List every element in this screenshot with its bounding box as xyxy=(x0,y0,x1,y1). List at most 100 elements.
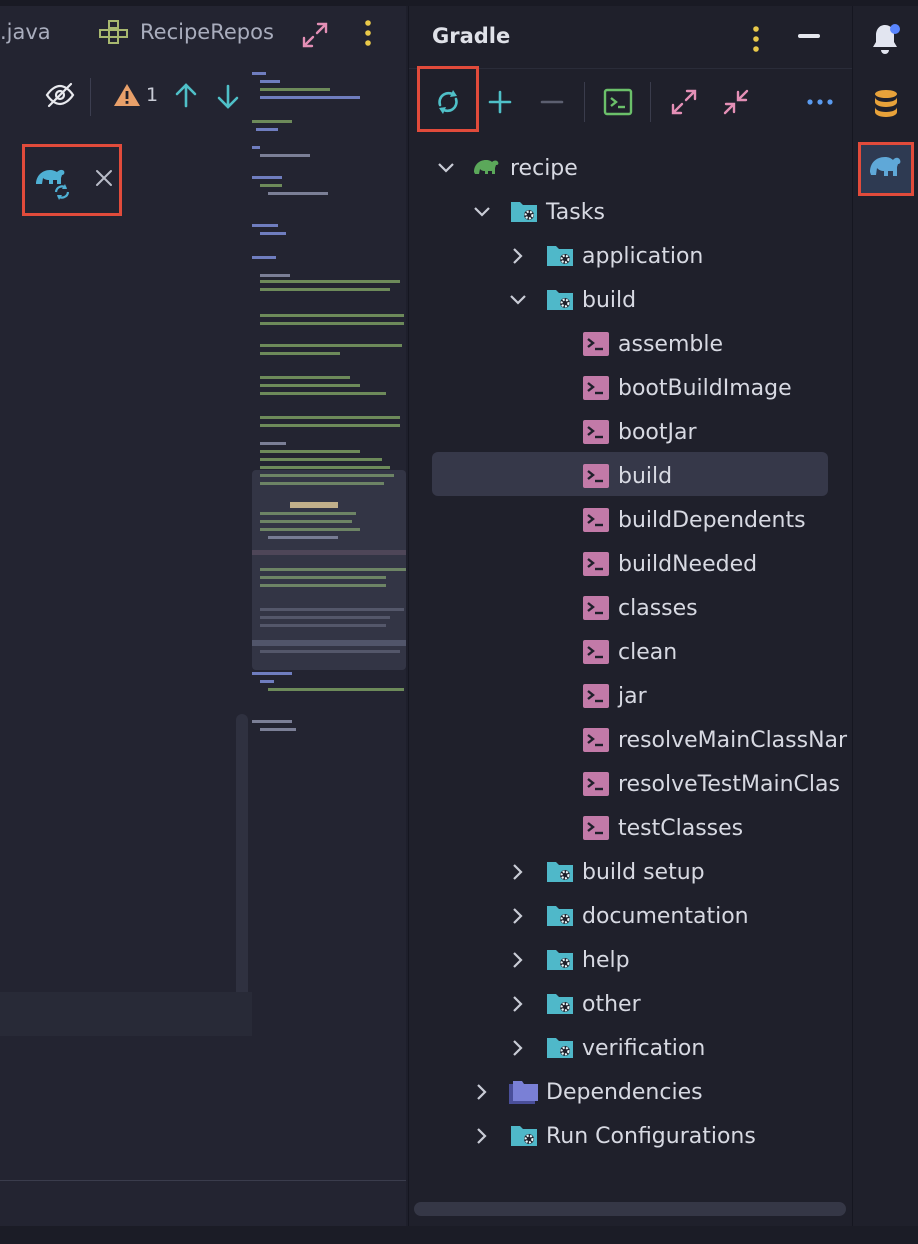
editor-bottom-strip xyxy=(0,992,252,1036)
folder-gear-icon xyxy=(547,906,573,926)
tree-item-application[interactable]: application xyxy=(432,236,852,276)
folder-gear-icon xyxy=(547,246,573,266)
gradle-task-icon xyxy=(583,420,609,444)
editor-tab-label: RecipeRepos xyxy=(140,20,274,44)
tree-item-label: build setup xyxy=(582,859,705,885)
folder-gear-icon xyxy=(511,202,537,222)
editor-scrollbar[interactable] xyxy=(236,714,248,1004)
load-gradle-changes-icon[interactable] xyxy=(32,162,74,204)
tree-task-buildneeded[interactable]: buildNeeded xyxy=(432,544,852,584)
chevron-right-icon xyxy=(513,864,523,880)
highlight-box-load-gradle xyxy=(22,144,122,216)
tree-item-label: jar xyxy=(618,683,647,709)
warnings-indicator[interactable]: 1 xyxy=(112,82,158,108)
folder-gear-icon xyxy=(547,290,573,310)
tree-item-build-group[interactable]: build xyxy=(432,280,852,320)
tree-item-label: Dependencies xyxy=(546,1079,703,1105)
gradle-tool-window-elephant-icon[interactable] xyxy=(868,152,902,186)
gradle-tool-window xyxy=(408,6,852,1244)
gradle-task-icon xyxy=(583,552,609,576)
remove-project-button[interactable] xyxy=(534,84,570,120)
tree-task-assemble[interactable]: assemble xyxy=(432,324,852,364)
next-problem-icon[interactable] xyxy=(214,82,242,114)
chevron-right-icon xyxy=(513,1040,523,1056)
expand-all-button[interactable] xyxy=(666,84,702,120)
tree-item-label: resolveMainClassNar xyxy=(618,727,848,753)
highlight-box-reload xyxy=(417,66,479,132)
previous-problem-icon[interactable] xyxy=(172,82,200,114)
chevron-right-icon xyxy=(513,248,523,264)
editor-tab-java[interactable]: .java xyxy=(0,10,51,54)
more-actions-icon[interactable] xyxy=(802,84,838,120)
gradle-task-icon xyxy=(583,464,609,488)
database-icon[interactable] xyxy=(872,88,900,124)
gradle-task-icon xyxy=(583,816,609,840)
highlight-box-gradle-tool xyxy=(858,142,914,196)
collapse-all-icon xyxy=(723,89,749,115)
tree-item-tasks[interactable]: Tasks xyxy=(432,192,852,232)
tree-task-build-selected[interactable]: build xyxy=(432,456,852,496)
tree-item-label: verification xyxy=(582,1035,706,1061)
divider xyxy=(409,68,852,69)
folder-gear-icon xyxy=(547,950,573,970)
tree-item-documentation[interactable]: documentation xyxy=(432,896,852,936)
chevron-right-icon xyxy=(477,1084,487,1100)
collapse-all-button[interactable] xyxy=(718,84,754,120)
expand-all-icon xyxy=(671,89,697,115)
chevron-right-icon xyxy=(513,908,523,924)
tree-task-jar[interactable]: jar xyxy=(432,676,852,716)
gradle-task-icon xyxy=(583,596,609,620)
gradle-task-icon xyxy=(583,332,609,356)
tree-task-clean[interactable]: clean xyxy=(432,632,852,672)
hide-eye-icon[interactable] xyxy=(44,80,76,114)
tree-item-recipe[interactable]: recipe xyxy=(432,148,852,188)
add-project-button[interactable] xyxy=(482,84,518,120)
folder-gear-icon xyxy=(547,994,573,1014)
reload-icon xyxy=(438,90,458,114)
plus-icon xyxy=(488,90,512,114)
code-minimap[interactable] xyxy=(252,68,406,768)
reload-all-gradle-projects-button[interactable] xyxy=(430,84,466,120)
tree-item-run-configurations[interactable]: Run Configurations xyxy=(432,1116,852,1156)
tree-task-resolvemainclassname[interactable]: resolveMainClassNar xyxy=(432,720,852,760)
gradle-task-icon xyxy=(583,684,609,708)
gradle-elephant-icon xyxy=(474,160,499,174)
editor-tab-recipe-repository[interactable]: RecipeRepos xyxy=(98,10,274,54)
tree-item-label: bootJar xyxy=(618,419,697,445)
minimap-viewport[interactable] xyxy=(252,470,406,670)
tree-task-builddependents[interactable]: buildDependents xyxy=(432,500,852,540)
close-icon[interactable] xyxy=(94,168,114,192)
gradle-task-icon xyxy=(583,376,609,400)
tree-item-label: resolveTestMainClas xyxy=(618,771,840,797)
toolbar-divider xyxy=(90,78,91,116)
tree-task-classes[interactable]: classes xyxy=(432,588,852,628)
toolbar-divider xyxy=(650,82,651,122)
gradle-task-icon xyxy=(583,728,609,752)
tree-item-label: other xyxy=(582,991,641,1017)
structure-icon xyxy=(99,20,128,44)
tree-task-testclasses[interactable]: testClasses xyxy=(432,808,852,848)
tree-item-label: bootBuildImage xyxy=(618,375,792,401)
execute-gradle-task-button[interactable] xyxy=(600,84,636,120)
tree-item-label: build xyxy=(582,287,637,313)
tree-item-other[interactable]: other xyxy=(432,984,852,1024)
minimize-icon[interactable] xyxy=(798,34,820,38)
gradle-horizontal-scrollbar[interactable] xyxy=(414,1202,846,1216)
tree-item-verification[interactable]: verification xyxy=(432,1028,852,1068)
tree-item-label: documentation xyxy=(582,903,749,929)
warning-count: 1 xyxy=(146,84,159,106)
maximize-editor-icon[interactable] xyxy=(300,20,330,54)
gradle-options-icon[interactable] xyxy=(748,24,764,58)
tree-task-resolvetestmainclassname[interactable]: resolveTestMainClas xyxy=(432,764,852,804)
tree-task-bootbuildimage[interactable]: bootBuildImage xyxy=(432,368,852,408)
tree-item-label: build xyxy=(618,463,673,489)
chevron-down-icon xyxy=(438,163,454,173)
tree-item-build-setup[interactable]: build setup xyxy=(432,852,852,892)
tabs-more-icon[interactable] xyxy=(360,18,376,52)
divider xyxy=(0,1180,406,1181)
tree-task-bootjar[interactable]: bootJar xyxy=(432,412,852,452)
tree-item-label: classes xyxy=(618,595,698,621)
tree-item-help[interactable]: help xyxy=(432,940,852,980)
tree-item-dependencies[interactable]: Dependencies xyxy=(432,1072,852,1112)
tree-item-label: Run Configurations xyxy=(546,1123,756,1149)
